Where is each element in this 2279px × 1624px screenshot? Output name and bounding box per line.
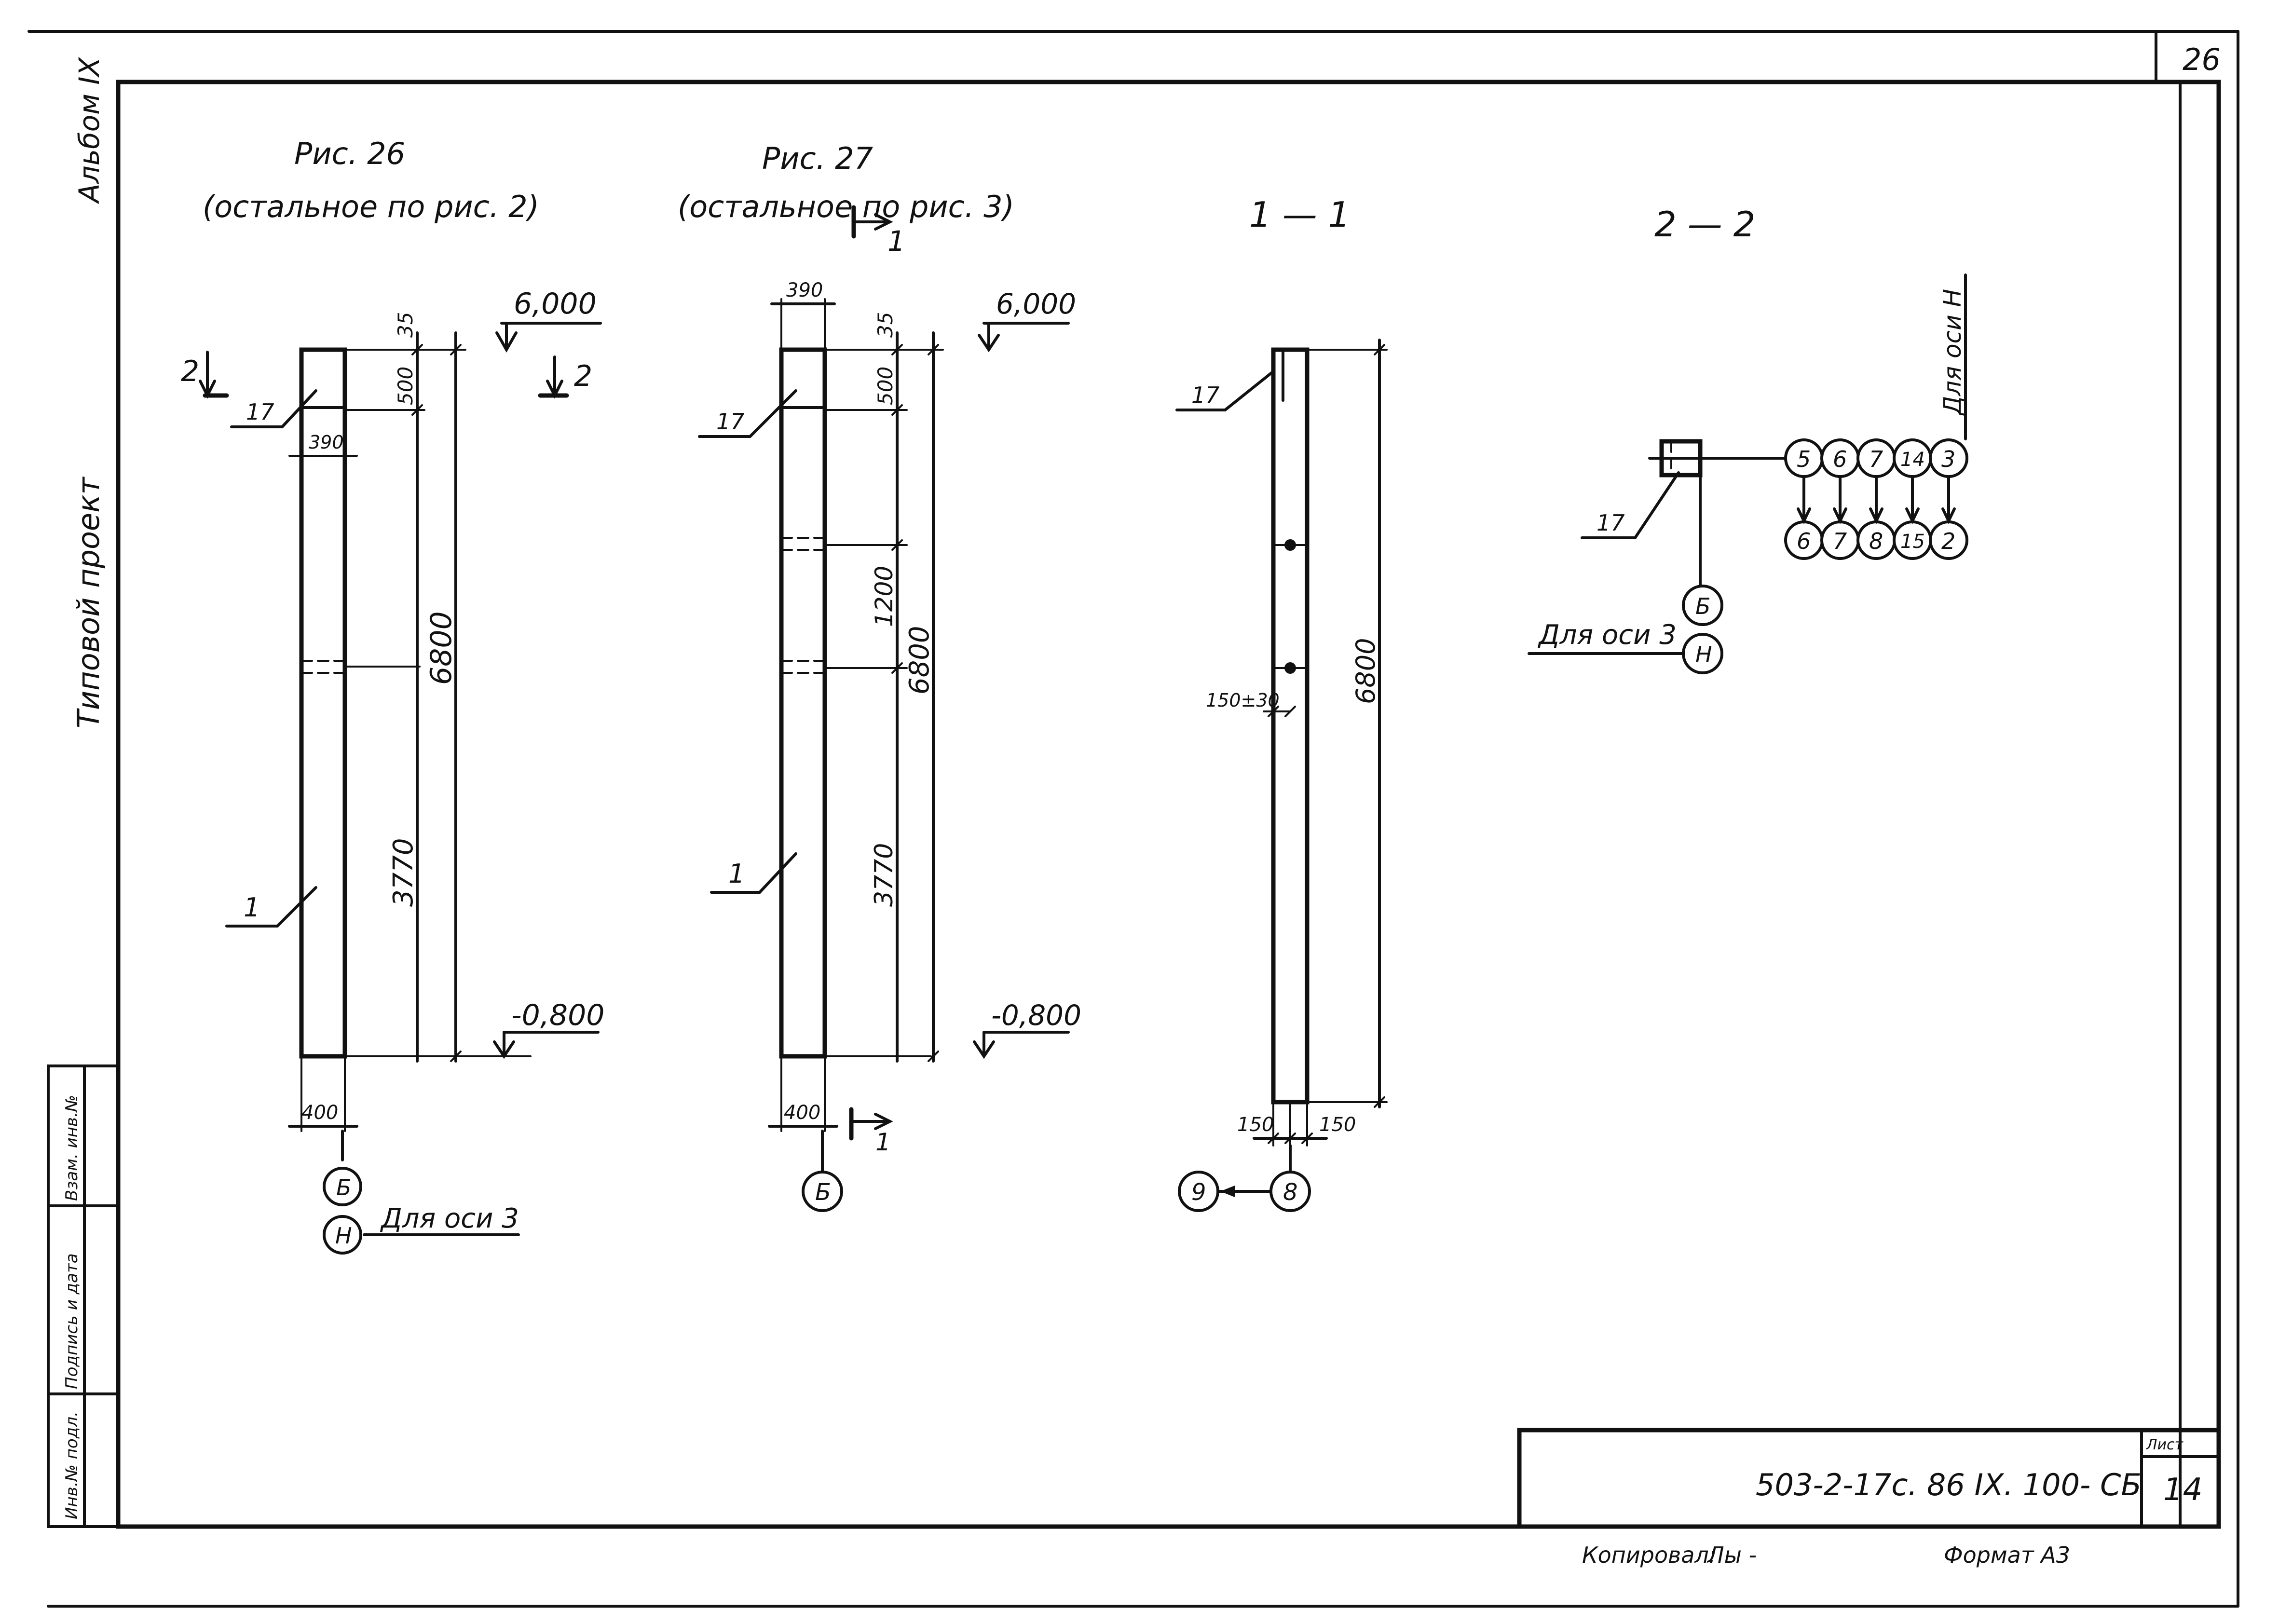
fig26-axis-note: Для оси 3 [380,1203,519,1234]
fig26-section-left: 2 [181,355,199,388]
fig27-dim-3770: 3770 [870,843,899,907]
fig26-mark-bottom: -0,800 [511,998,604,1032]
fig26-dim-3770: 3770 [388,838,419,907]
row-top-3: 7 [1869,446,1883,472]
fig26-mark-top: 6,000 [514,287,597,321]
section11-axis-8: 8 [1283,1179,1298,1206]
fig27-pos-17: 17 [716,409,745,435]
row-bottom-3: 8 [1869,528,1883,554]
stamp-podpis-data: Подпись и дата [62,1253,82,1389]
fig26: Рис. 26 (остальное по рис. 2) 35 500 680… [181,136,604,1255]
fig26-pos-1: 1 [244,892,260,923]
fig26-dim-35: 35 [394,312,417,338]
sheet-frame [27,30,2239,1608]
stamp-inv-podl: Инв.№ подл. [62,1411,82,1519]
row-top-1: 5 [1797,446,1811,472]
fig27-section-top: 1 [887,225,905,258]
fig26-dim-6800: 6800 [424,611,458,685]
copied-signature: Лы - [1706,1542,1757,1568]
fig26-title: Рис. 26 [294,136,405,171]
fig26-subtitle: (остальное по рис. 2) [203,189,539,224]
fig26-section-right: 2 [574,359,592,393]
fig27-dim-500: 500 [873,367,897,405]
title-block-list-number: 14 [2163,1472,2202,1508]
section22-bubble-rows [1784,438,1968,560]
side-stamp [47,1064,120,1528]
fig27-title: Рис. 27 [762,141,873,176]
section11-pos-17: 17 [1191,382,1220,408]
fig27-dim-6800: 6800 [904,626,935,695]
fig27-pos-1: 1 [728,859,745,889]
section11-title: 1 — 1 [1249,194,1350,235]
row-top-5: 3 [1941,446,1955,472]
copied-by: Копировал: [1582,1542,1716,1568]
row-bottom-4: 15 [1900,531,1925,553]
fig27: Рис. 27 (остальное по рис. 3) 35 500 120… [678,141,1081,1212]
section11-column [1271,347,1310,1105]
section22-pos-17: 17 [1597,510,1625,536]
section22-axis-b: Б [1695,593,1711,619]
fig27-axis-b: Б [815,1179,831,1206]
title-block-list-label: Лист [2146,1436,2184,1453]
album-label: Альбом IX [73,57,106,205]
fig26-pos-17: 17 [246,399,274,425]
fig27-subtitle: (остальное по рис. 3) [678,189,1014,224]
title-block-code: 503-2-17с. 86 IX. 100- СБ [1756,1467,2142,1502]
fig26-dim-400: 400 [301,1102,338,1124]
fig27-dim-1200: 1200 [870,566,898,627]
section11-dim-150-right: 150 [1319,1114,1356,1136]
row-bottom-5: 2 [1941,528,1955,554]
fig27-dim-390: 390 [786,279,823,301]
stamp-vzam-inv: Взам. инв.№ [62,1095,82,1201]
fig26-dim-390: 390 [309,432,344,453]
fig27-dim-400: 400 [784,1102,820,1124]
fig27-section-bottom: 1 [875,1128,891,1156]
fig26-axis-n: Н [335,1223,352,1249]
section22-axis-note-top: Для оси Н [1938,289,1966,416]
row-bottom-2: 7 [1833,528,1847,554]
section22-axis-note-left: Для оси 3 [1537,619,1677,651]
section-2-2: 2 — 2 17 Б Н Для оси 3 Для оси Н [1528,204,1968,674]
fig26-axis-b: Б [336,1174,352,1201]
sheet-format: Формат А3 [1944,1542,2070,1568]
fig27-dim-35: 35 [873,312,897,338]
fig27-mark-top: 6,000 [996,287,1076,320]
title-block [1517,1428,2221,1529]
section11-dim-6800: 6800 [1351,638,1381,704]
fig27-mark-bottom: -0,800 [991,999,1081,1032]
section22-axis-n: Н [1695,641,1712,668]
section-1-1: 1 — 1 6800 17 150±30 150 150 8 [1175,194,1388,1212]
page-number: 26 [2183,42,2221,77]
section22-title: 2 — 2 [1654,204,1755,245]
fig27-column [779,347,827,1059]
section11-dim-150-30: 150±30 [1206,690,1280,711]
section11-axis-9: 9 [1191,1179,1206,1206]
project-label: Типовой проект [71,476,106,728]
row-top-4: 14 [1900,449,1925,471]
section11-dim-150-left: 150 [1237,1114,1274,1136]
row-bottom-1: 6 [1797,528,1811,554]
row-top-2: 6 [1833,446,1847,472]
fig26-dim-500: 500 [394,367,417,405]
